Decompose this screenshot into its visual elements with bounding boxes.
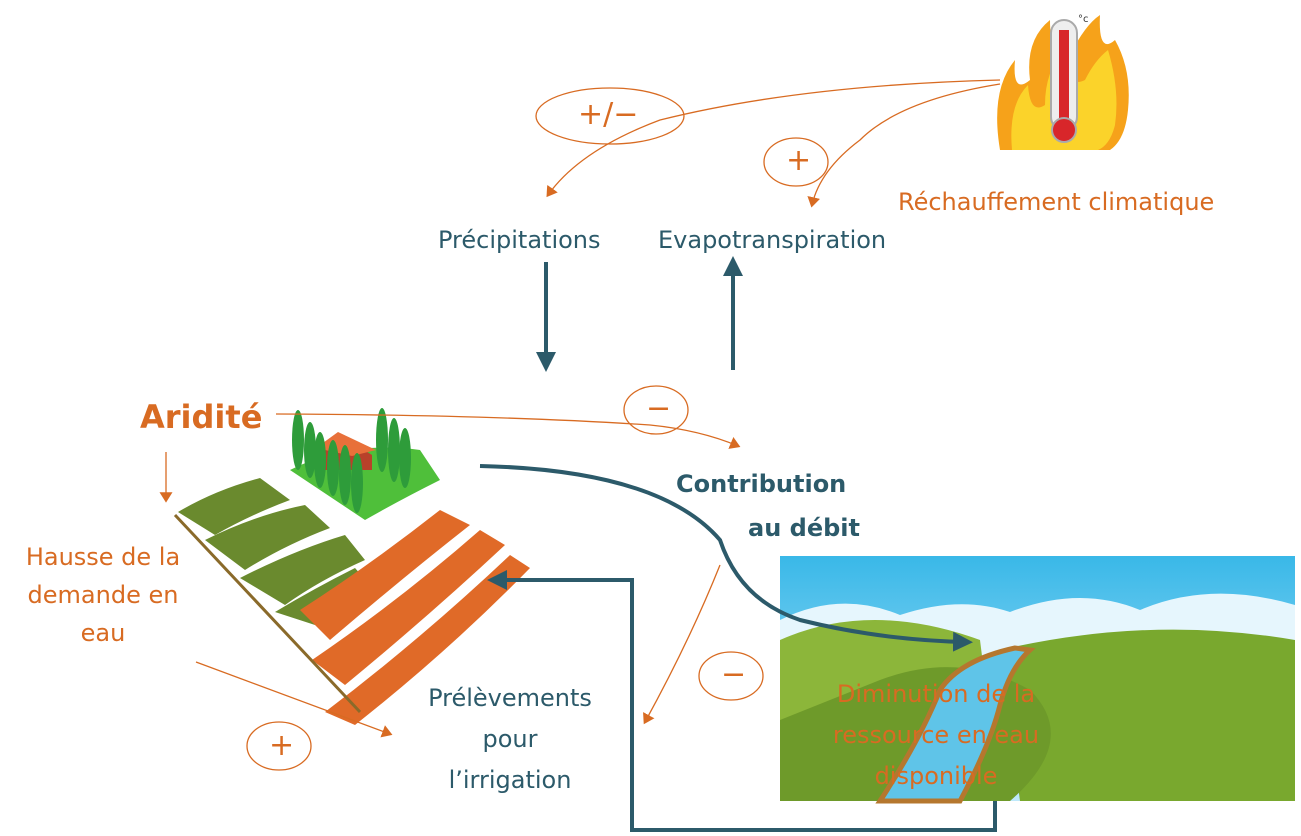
aridite-to-contribution-arrow	[275, 413, 741, 449]
right-hill	[1000, 629, 1295, 801]
prelevements-line-3: l’irrigation	[448, 766, 572, 794]
contribution-to-prelevements-arrow	[643, 564, 721, 725]
plus-bottom-ellipse	[246, 721, 312, 771]
contribution-label-line-2: au débit	[748, 514, 860, 542]
thermometer-unit: °c	[1078, 14, 1089, 25]
thermometer-bulb	[1051, 117, 1077, 143]
minus-lower-ellipse	[698, 651, 764, 701]
field-edge	[173, 513, 362, 714]
contribution-label-line-1: Contribution	[676, 470, 847, 498]
orange-field-strips	[300, 510, 530, 725]
diminution-label: Diminution de la ressource en eau dispon…	[796, 674, 1076, 797]
plus-sign-top: +	[786, 143, 812, 178]
demand-to-prelevements-arrow	[195, 661, 393, 738]
climate-to-precipitation-arrow	[546, 79, 1001, 198]
cypress-trees	[292, 408, 411, 513]
river-water	[875, 645, 1036, 804]
plus-sign-bottom: +	[269, 728, 295, 763]
prelevements-line-1: Prélèvements	[428, 684, 592, 712]
diminution-line-2: ressource en eau	[832, 721, 1040, 749]
aridite-label: Aridité	[140, 398, 263, 436]
minus-sign-mid: −	[646, 391, 672, 426]
hausse-line-1: Hausse de la	[25, 543, 181, 571]
hausse-demande-label: Hausse de la demande en eau	[8, 538, 198, 652]
diminution-line-1: Diminution de la	[836, 680, 1036, 708]
climate-to-evapotranspiration-arrow	[807, 83, 1001, 208]
prelevements-label: Prélèvements pour l’irrigation	[400, 678, 620, 801]
minus-mid-ellipse	[623, 385, 689, 435]
hausse-line-2: demande en	[27, 581, 179, 609]
minus-sign-lower: −	[721, 657, 747, 692]
plus-minus-sign: +/−	[578, 97, 639, 132]
plus-top-ellipse	[763, 137, 829, 187]
contribution-flow-arrow	[479, 464, 973, 652]
prelevements-line-2: pour	[482, 725, 538, 753]
diminution-line-3: disponible	[874, 762, 998, 790]
hausse-line-3: eau	[80, 619, 126, 647]
plus-minus-ellipse	[535, 87, 685, 145]
rechauffement-label: Réchauffement climatique	[898, 188, 1215, 216]
thermometer-mercury	[1059, 30, 1069, 125]
irrigation-withdrawal-loop-arrow	[487, 570, 997, 832]
evapotranspiration-label: Evapotranspiration	[658, 226, 887, 254]
precipitations-label: Précipitations	[438, 226, 601, 254]
